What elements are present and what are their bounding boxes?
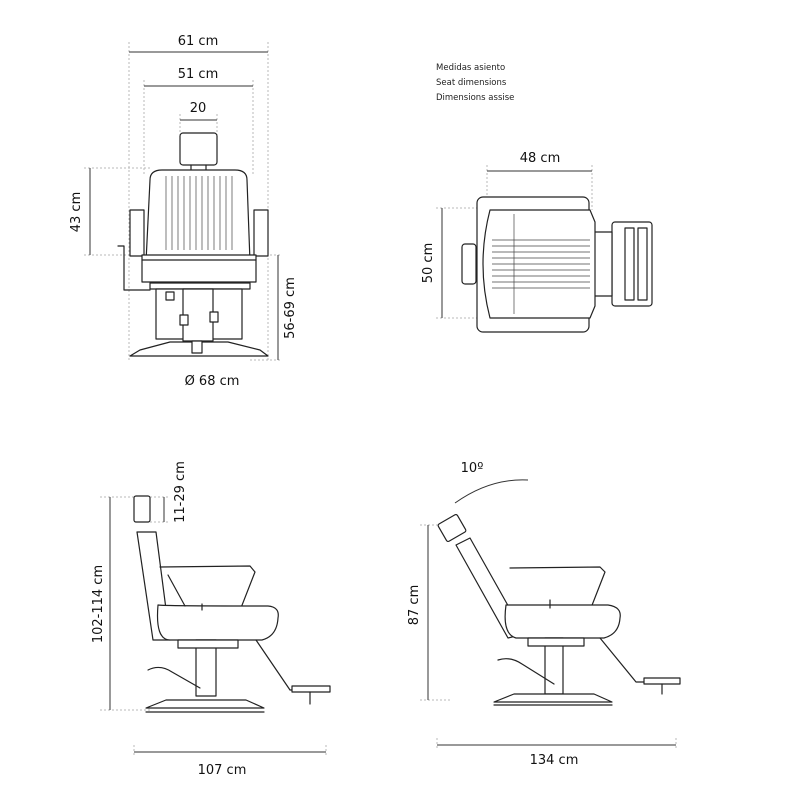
- pedal: [147, 666, 201, 689]
- seat-plate: [149, 282, 251, 290]
- dim-seat-height: 56-69 cm: [283, 277, 298, 339]
- seat-dimensions-note: Medidas asiento Seat dimensions Dimensio…: [436, 63, 514, 103]
- armrest-reclined: [509, 566, 606, 637]
- base-reclined: [493, 693, 613, 703]
- backrest: [145, 169, 251, 263]
- headrest-top: [461, 243, 477, 285]
- dim-seat-width: 51 cm: [178, 67, 219, 82]
- pedal-reclined: [497, 658, 555, 685]
- top-view: 48 cm 50 cm: [421, 151, 653, 333]
- headrest-side: [133, 495, 151, 523]
- front-chair: [117, 132, 269, 357]
- dim-base-diameter: Ø 68 cm: [185, 374, 240, 389]
- dim-side-depth: 107 cm: [198, 763, 247, 778]
- footrest-arm-reclined: [599, 637, 671, 683]
- note-es: Medidas asiento: [436, 63, 505, 73]
- seat-reclined: [504, 604, 621, 639]
- footrest-side: [291, 685, 331, 693]
- dim-recline-angle: 10º: [461, 461, 484, 476]
- headrest-reclined: [437, 513, 467, 543]
- dim-seat-top-width: 48 cm: [520, 151, 561, 166]
- reclined-view: 10º 87 cm 134 cm: [407, 461, 681, 768]
- footrest-reclined: [643, 677, 681, 685]
- base-side: [145, 699, 265, 709]
- armrest-frame: [159, 565, 256, 637]
- side-chair: [133, 495, 331, 713]
- dim-headrest-adjust: 11-29 cm: [173, 461, 188, 523]
- seat-side: [156, 604, 279, 641]
- side-view: 102-114 cm 11-29 cm 107 cm: [91, 461, 331, 778]
- backrest-stitching: [165, 176, 233, 250]
- dim-recline-length: 134 cm: [530, 753, 579, 768]
- left-armrest: [129, 209, 145, 257]
- lever: [117, 245, 151, 291]
- seat-cushion: [141, 254, 257, 283]
- dim-total-height: 102-114 cm: [91, 565, 106, 643]
- dim-backrest-height: 43 cm: [69, 192, 84, 233]
- dim-recline-height: 87 cm: [407, 585, 422, 626]
- front-view: 61 cm 51 cm 20 43 cm 56-69 cm Ø 68 cm: [69, 34, 298, 389]
- dim-headrest-width: 20: [190, 101, 207, 116]
- dim-seat-depth: 50 cm: [421, 243, 436, 284]
- dim-overall-width: 61 cm: [178, 34, 219, 49]
- note-en: Seat dimensions: [436, 78, 507, 88]
- seat-stitching: [492, 214, 590, 314]
- angle-arc: [454, 479, 529, 504]
- right-armrest: [253, 209, 269, 257]
- headrest: [179, 132, 218, 166]
- reclined-chair: [437, 513, 681, 706]
- note-fr: Dimensions assise: [436, 93, 514, 103]
- top-chair: [461, 196, 653, 333]
- footrest-arm: [255, 639, 324, 691]
